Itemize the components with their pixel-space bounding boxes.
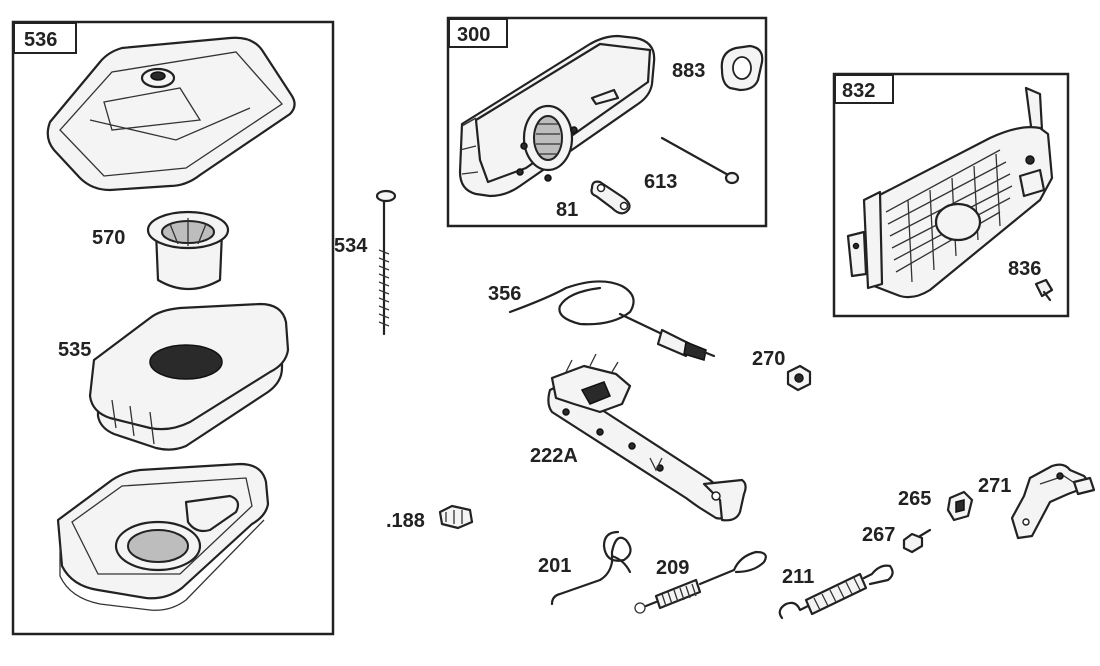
part-613-label: 613 bbox=[644, 171, 677, 193]
part-188-label: .188 bbox=[386, 510, 425, 532]
part-613-stud bbox=[660, 136, 740, 185]
part-534-bolt bbox=[375, 189, 397, 336]
part-265-label: 265 bbox=[898, 488, 931, 510]
group-536-tag bbox=[13, 22, 77, 54]
part-188-screw bbox=[438, 504, 474, 530]
part-836-label: 836 bbox=[1008, 258, 1041, 280]
group-300-muffler: 300 883 613 81 bbox=[446, 16, 768, 228]
part-265-clip bbox=[946, 490, 974, 522]
part-267-screw bbox=[902, 528, 932, 554]
part-356-ground-wire bbox=[508, 280, 716, 361]
part-201-label: 201 bbox=[538, 555, 571, 577]
part-570-spacer bbox=[146, 210, 230, 290]
part-222A-control-bracket bbox=[547, 353, 747, 522]
group-832-frame bbox=[832, 72, 1070, 318]
group-536-air-cleaner: 536 570 535 bbox=[11, 20, 335, 636]
air-cleaner-base bbox=[56, 462, 270, 611]
group-300-tag bbox=[448, 18, 508, 48]
part-570-label: 570 bbox=[92, 227, 125, 249]
part-535-filter bbox=[88, 302, 290, 451]
part-534-label: 534 bbox=[334, 235, 368, 257]
air-cleaner-cover bbox=[46, 36, 296, 192]
part-267-label: 267 bbox=[862, 524, 895, 546]
group-832-tag bbox=[834, 74, 894, 104]
part-270-nut bbox=[786, 364, 812, 392]
muffler-body bbox=[458, 34, 656, 198]
part-271-label: 271 bbox=[978, 475, 1011, 497]
group-300-frame bbox=[446, 16, 768, 228]
part-209-label: 209 bbox=[656, 557, 689, 579]
part-81-lock-plate bbox=[590, 180, 631, 215]
part-81-label: 81 bbox=[556, 199, 578, 221]
part-211-label: 211 bbox=[782, 566, 814, 588]
part-271-lever bbox=[1010, 463, 1096, 540]
part-836-screw bbox=[1034, 278, 1054, 302]
part-209-spring bbox=[634, 550, 767, 614]
part-535-label: 535 bbox=[58, 339, 91, 361]
group-536-label: 536 bbox=[24, 29, 57, 51]
group-832-muffler-guard: 832 836 bbox=[832, 72, 1070, 318]
part-883-gasket bbox=[720, 44, 764, 92]
part-270-label: 270 bbox=[752, 348, 785, 370]
muffler-guard bbox=[846, 86, 1054, 299]
group-300-label: 300 bbox=[457, 24, 490, 46]
part-201-governor-link bbox=[550, 530, 632, 606]
group-536-frame bbox=[11, 20, 335, 636]
part-883-label: 883 bbox=[672, 60, 705, 82]
group-832-label: 832 bbox=[842, 80, 875, 102]
part-222A-label: 222A bbox=[530, 445, 578, 467]
part-211-spring bbox=[778, 564, 894, 620]
part-356-label: 356 bbox=[488, 283, 521, 305]
